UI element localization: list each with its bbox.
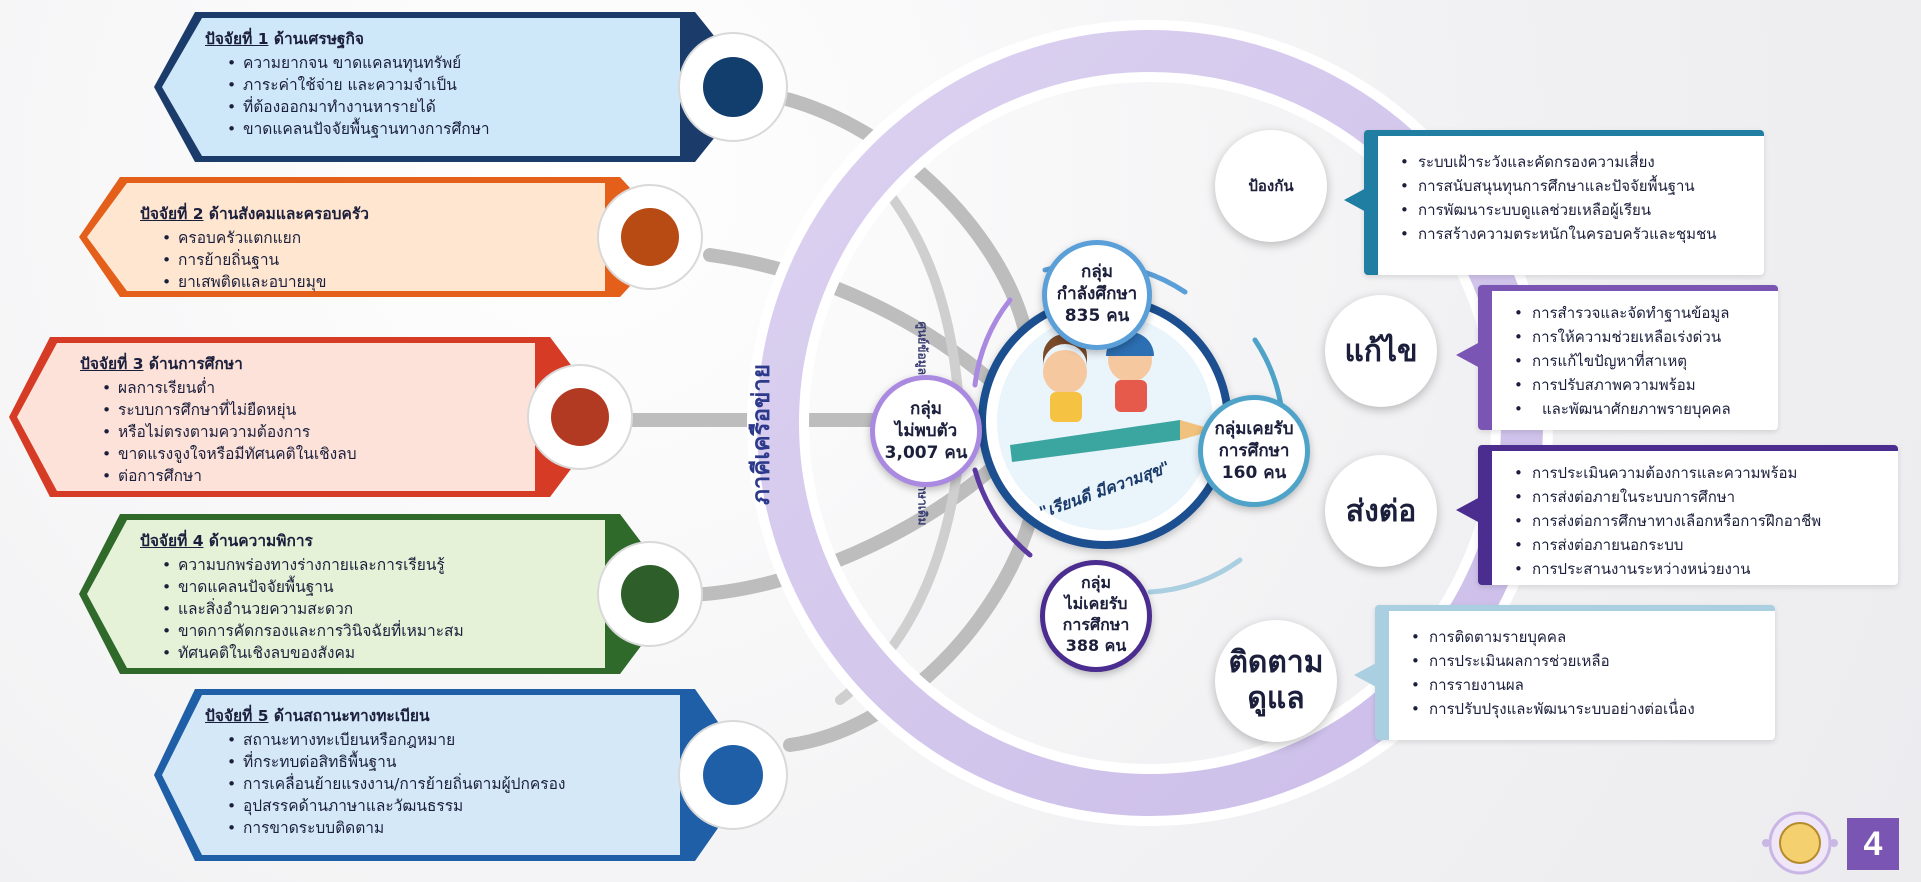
group-notfound-line1: กลุ่ม bbox=[910, 399, 942, 419]
action-fix-item: และพัฒนาศักยภาพรายบุคคล bbox=[1514, 397, 1768, 421]
group-previously-enrolled: กลุ่มเคยรับ การศึกษา 160 คน bbox=[1198, 395, 1310, 507]
action-prevent-item: ระบบเฝ้าระวังและคัดกรองความเสี่ยง bbox=[1400, 150, 1754, 174]
action-prevent-circle: ป้องกัน bbox=[1215, 130, 1327, 242]
action-refer-box: การประเมินความต้องการและความพร้อม การส่ง… bbox=[1478, 445, 1898, 585]
factor-3-number: ปัจจัยที่ 3 bbox=[80, 355, 144, 373]
group-studying-line1: กลุ่ม bbox=[1081, 262, 1113, 282]
action-refer-item: การส่งต่อภายนอกระบบ bbox=[1514, 533, 1888, 557]
factor-2-item: การย้ายถิ่นฐาน bbox=[162, 249, 586, 271]
group-not-found: กลุ่ม ไม่พบตัว 3,007 คน bbox=[870, 375, 982, 487]
group-studying-count: 835 คน bbox=[1064, 306, 1130, 326]
factor-3-item: ระบบการศึกษาที่ไม่ยืดหยุ่น bbox=[102, 399, 536, 421]
action-fix-label: แก้ไข bbox=[1344, 333, 1418, 369]
action-prevent-item: การสร้างความตระหนักในครอบครัวและชุมชน bbox=[1400, 222, 1754, 246]
page-number: 4 bbox=[1847, 818, 1899, 870]
factor-4-item: ขาดการคัดกรองและการวินิจฉัยที่เหมาะสม bbox=[162, 620, 606, 642]
ring-label: ภาคีเครือข่าย bbox=[746, 364, 775, 505]
factor-1-item: ความยากจน ขาดแคลนทุนทรัพย์ bbox=[227, 52, 701, 74]
factor-3-topic: ด้านการศึกษา bbox=[148, 355, 243, 373]
factor-2-item: ครอบครัวแตกแยก bbox=[162, 227, 586, 249]
factor-1-item: ที่ต้องออกมาทำงานหารายได้ bbox=[227, 96, 701, 118]
factor-1-topic: ด้านเศรษฐกิจ bbox=[273, 30, 364, 48]
factor-5-number: ปัจจัยที่ 5 bbox=[205, 707, 269, 725]
factor-2-number: ปัจจัยที่ 2 bbox=[140, 205, 204, 223]
factor-3-item: ผลการเรียนต่ำ bbox=[102, 377, 536, 399]
group-never-count: 388 คน bbox=[1065, 636, 1127, 655]
action-fix-item: การสำรวจและจัดทำฐานข้อมูล bbox=[1514, 301, 1768, 325]
factor-5-item: ที่กระทบต่อสิทธิพื้นฐาน bbox=[227, 751, 701, 773]
group-never-line2: ไม่เคยรับ bbox=[1064, 594, 1128, 613]
action-follow-box: การติดตามรายบุคคล การประเมินผลการช่วยเหล… bbox=[1375, 605, 1775, 740]
factor-5-item: อุปสรรคด้านภาษาและวัฒนธรรม bbox=[227, 795, 701, 817]
connector-4 bbox=[683, 463, 997, 602]
group-never-enrolled: กลุ่ม ไม่เคยรับ การศึกษา 388 คน bbox=[1040, 560, 1152, 672]
factor-3-item: ขาดแรงจูงใจหรือมีทัศนคติในเชิงลบ bbox=[102, 443, 536, 465]
connector-2 bbox=[703, 248, 997, 387]
factor-2-item: ยาเสพติดและอบายมุข bbox=[162, 271, 586, 293]
factor-4-item: และสิ่งอำนวยความสะดวก bbox=[162, 598, 606, 620]
factor-1-number: ปัจจัยที่ 1 bbox=[205, 30, 269, 48]
group-notfound-line2: ไม่พบตัว bbox=[894, 421, 958, 441]
connector-1 bbox=[763, 88, 1032, 337]
action-fix-item: การแก้ไขปัญหาที่สาเหตุ bbox=[1514, 349, 1768, 373]
factor-4-item: ขาดแคลนปัจจัยพื้นฐาน bbox=[162, 576, 606, 598]
action-follow-item: การประเมินผลการช่วยเหลือ bbox=[1411, 649, 1765, 673]
seal-logo-icon bbox=[1762, 811, 1838, 875]
action-refer-item: การประเมินความต้องการและความพร้อม bbox=[1514, 461, 1888, 485]
group-never-line1: กลุ่ม bbox=[1080, 573, 1112, 592]
factor-2-topic: ด้านสังคมและครอบครัว bbox=[208, 205, 369, 223]
factor-5-item: การขาดระบบติดตาม bbox=[227, 817, 701, 839]
factor-4-item: ความบกพร่องทางร่างกายและการเรียนรู้ bbox=[162, 554, 606, 576]
connector-5 bbox=[783, 513, 1037, 752]
action-fix-item: การให้ความช่วยเหลือเร่งด่วน bbox=[1514, 325, 1768, 349]
factor-4-number: ปัจจัยที่ 4 bbox=[140, 532, 204, 550]
action-refer-label: ส่งต่อ bbox=[1345, 493, 1417, 529]
factor-1-item: ภาระค่าใช้จ่าย และความจำเป็น bbox=[227, 74, 701, 96]
factor-4-item: ทัศนคติในเชิงลบของสังคม bbox=[162, 642, 606, 664]
action-prevent-arrow bbox=[1344, 187, 1368, 213]
group-notfound-count: 3,007 คน bbox=[884, 443, 968, 463]
factor-5-topic: ด้านสถานะทางทะเบียน bbox=[273, 707, 430, 725]
group-prev-line2: การศึกษา bbox=[1218, 441, 1290, 461]
action-refer-item: การส่งต่อการศึกษาทางเลือกหรือการฝึกอาชีพ bbox=[1514, 509, 1888, 533]
factor-5-item: การเคลื่อนย้ายแรงงาน/การย้ายถิ่นตามผู้ปก… bbox=[227, 773, 701, 795]
action-follow-item: การรายงานผล bbox=[1411, 673, 1765, 697]
action-refer-item: การประสานงานระหว่างหน่วยงาน bbox=[1514, 557, 1888, 581]
action-prevent-item: การพัฒนาระบบดูแลช่วยเหลือผู้เรียน bbox=[1400, 198, 1754, 222]
action-follow-label-2: ดูแล bbox=[1247, 681, 1305, 716]
action-prevent-item: การสนับสนุนทุนการศึกษาและปัจจัยพื้นฐาน bbox=[1400, 174, 1754, 198]
action-follow-label-1: ติดตาม bbox=[1228, 645, 1324, 680]
action-refer-arrow bbox=[1456, 497, 1480, 523]
students-illustration bbox=[1010, 332, 1215, 462]
action-follow-arrow bbox=[1354, 662, 1378, 688]
action-follow-circle: ติดตาม ดูแล bbox=[1215, 620, 1337, 742]
action-fix-box: การสำรวจและจัดทำฐานข้อมูล การให้ความช่วย… bbox=[1478, 285, 1778, 430]
action-fix-item: การปรับสภาพความพร้อม bbox=[1514, 373, 1768, 397]
factor-3-item: ต่อการศึกษา bbox=[102, 465, 536, 487]
group-prev-count: 160 คน bbox=[1221, 463, 1287, 483]
group-prev-line1: กลุ่มเคยรับ bbox=[1214, 419, 1294, 439]
action-prevent-label: ป้องกัน bbox=[1248, 177, 1294, 195]
group-never-line3: การศึกษา bbox=[1062, 615, 1130, 634]
action-refer-circle: ส่งต่อ bbox=[1325, 455, 1437, 567]
action-fix-arrow bbox=[1456, 342, 1480, 368]
factor-1-item: ขาดแคลนปัจจัยพื้นฐานทางการศึกษา bbox=[227, 118, 701, 140]
factor-5-item: สถานะทางทะเบียนหรือกฎหมาย bbox=[227, 729, 701, 751]
factor-4-topic: ด้านความพิการ bbox=[208, 532, 313, 550]
action-follow-item: การติดตามรายบุคคล bbox=[1411, 625, 1765, 649]
factor-3-item: หรือไม่ตรงตามความต้องการ bbox=[102, 421, 536, 443]
group-studying-line2: กำลังศึกษา bbox=[1056, 284, 1138, 304]
action-refer-item: การส่งต่อภายในระบบการศึกษา bbox=[1514, 485, 1888, 509]
action-fix-circle: แก้ไข bbox=[1325, 295, 1437, 407]
group-studying: กลุ่ม กำลังศึกษา 835 คน bbox=[1042, 240, 1152, 350]
action-prevent-box: ระบบเฝ้าระวังและคัดกรองความเสี่ยง การสนั… bbox=[1364, 130, 1764, 275]
action-follow-item: การปรับปรุงและพัฒนาระบบอย่างต่อเนื่อง bbox=[1411, 697, 1765, 721]
